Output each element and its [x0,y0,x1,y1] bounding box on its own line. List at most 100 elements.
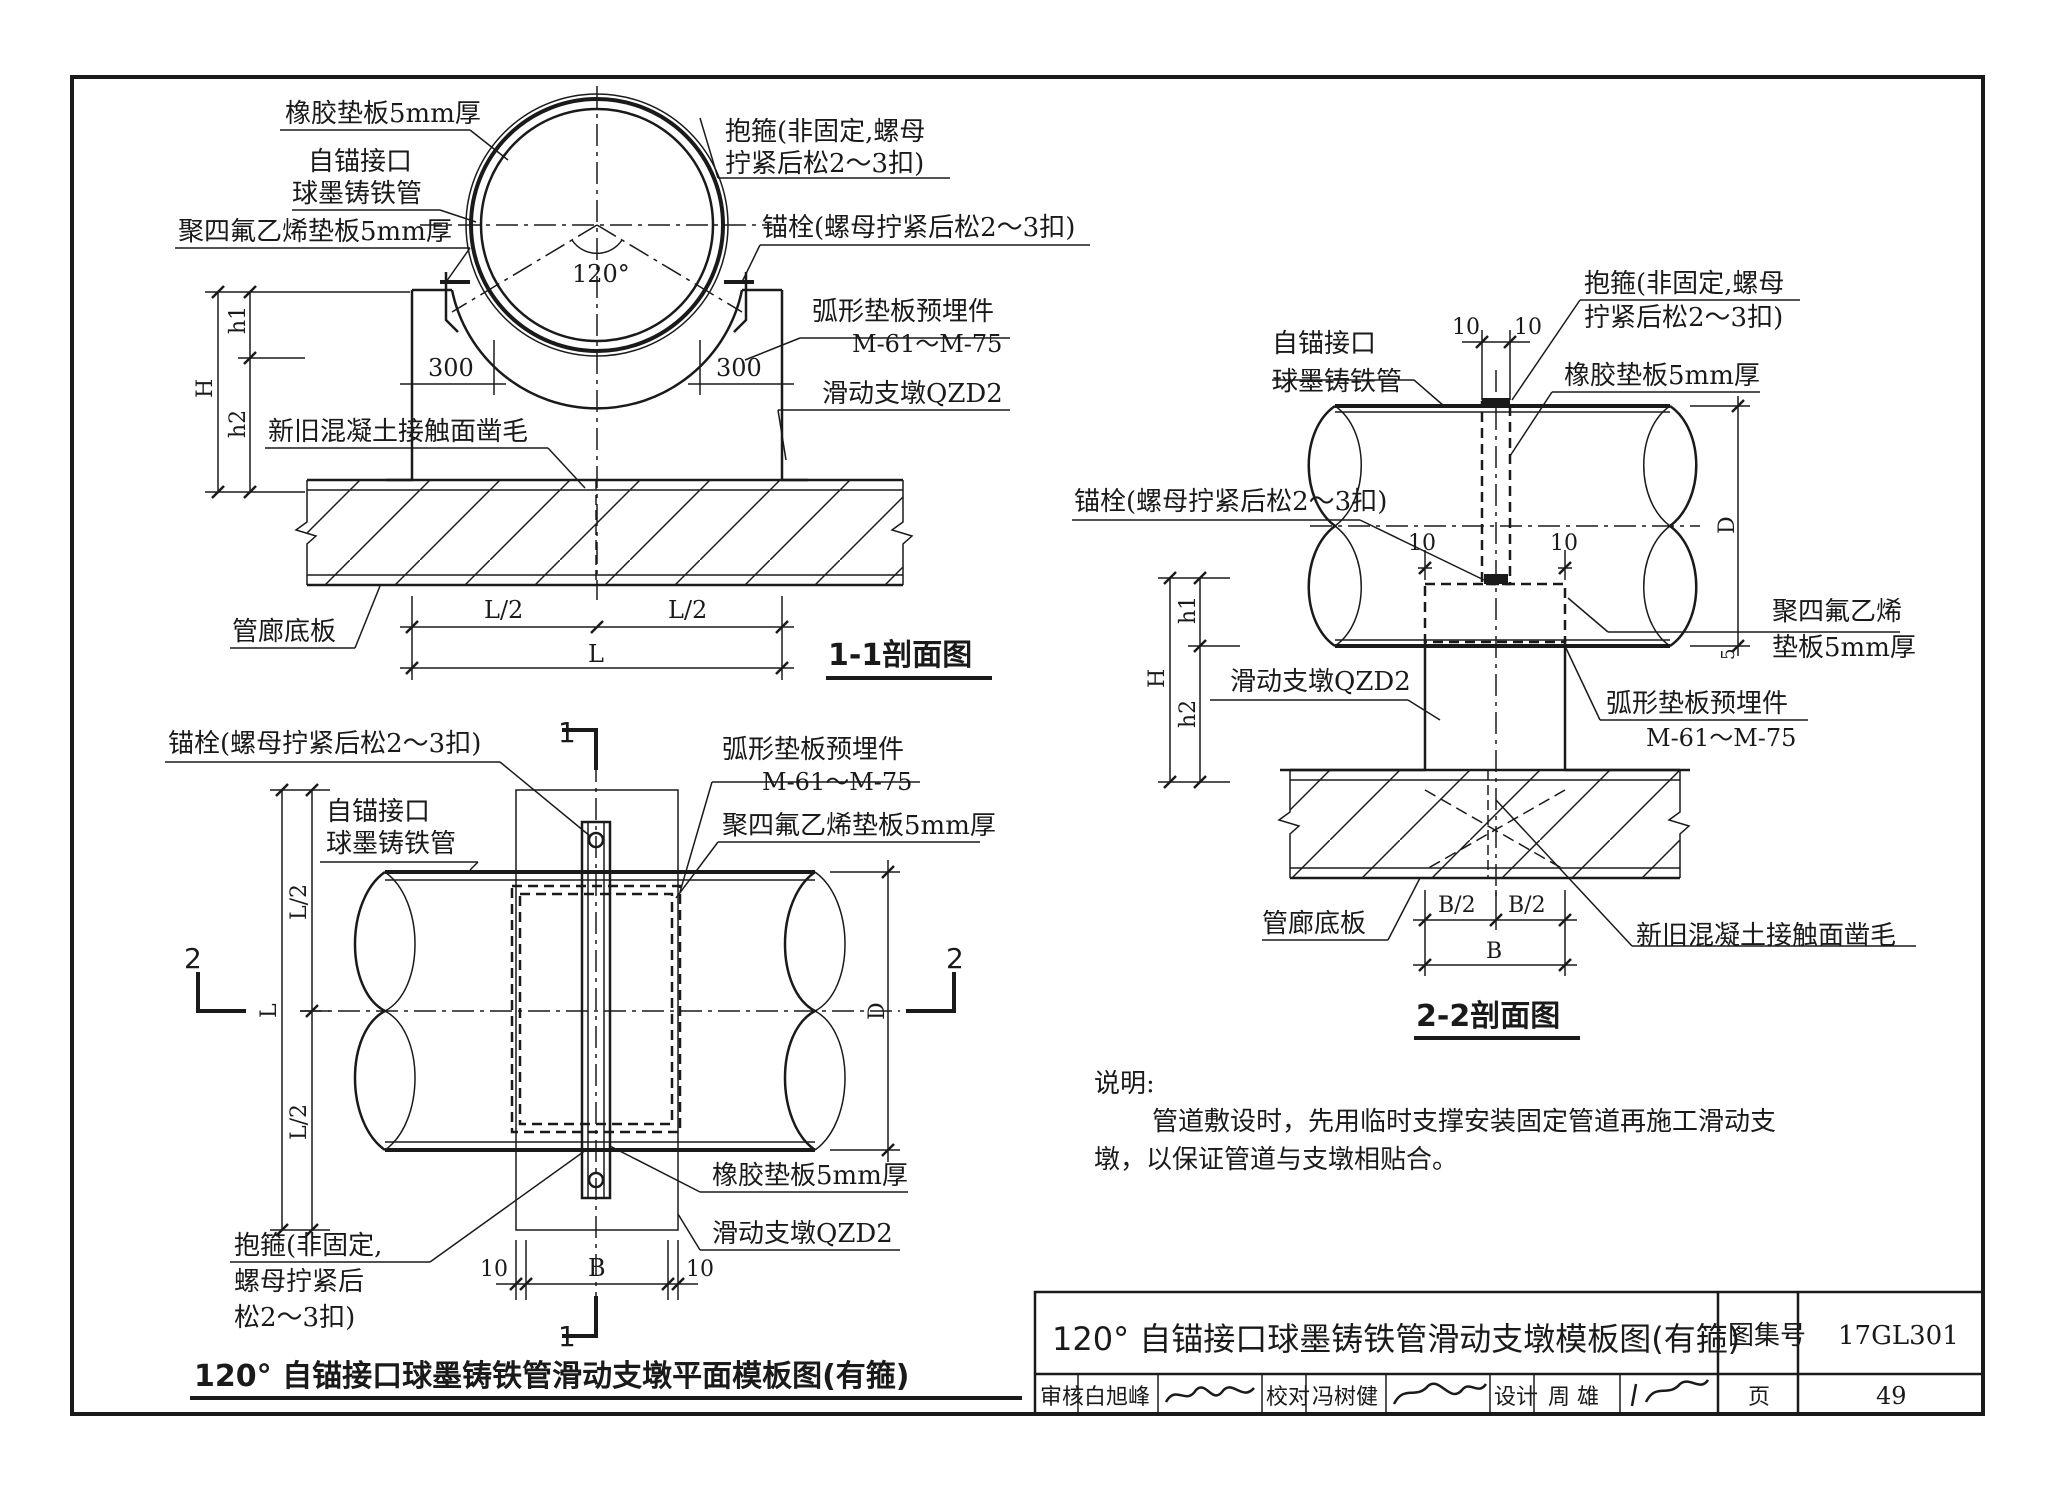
sec22-dim-10-top: 10 10 [1452,315,1542,400]
plan-label-arc-plate-code: M-61～M-75 [762,768,912,796]
leaders-plan [165,761,980,1263]
plan-label-pipe-line1: 自锚接口 [326,797,430,827]
label-hoop-line1: 抱箍(非固定,螺母 [725,117,925,147]
sec22-height-dimensions: H h1 h2 [1145,571,1240,789]
sec22-label-ptfe-line1: 聚四氟乙烯 [1772,597,1902,627]
label-sliding-pier: 滑动支墩QZD2 [822,379,1003,409]
drawing-title: 120° 自锚接口球墨铸铁管滑动支墩模板图(有箍) [1052,1320,1740,1358]
dim-h2: h2 [226,410,251,438]
plan-label-hoop-line1: 抱箍(非固定, [234,1231,382,1261]
sec22-dim-10c: 10 [1408,531,1436,556]
label-corridor-floor: 管廊底板 [232,617,336,647]
dim-300-right: 300 [716,354,762,382]
sec22-label-hoop-line1: 抱箍(非固定,螺母 [1584,269,1784,299]
design-label: 设计 [1494,1385,1538,1410]
page-number: 49 [1876,1382,1907,1410]
section-1-1-title: 1-1剖面图 [828,638,972,673]
height-dimensions-1-1: H h1 h2 [193,285,410,499]
plan-label-arc-plate: 弧形垫板预埋件 [722,735,904,765]
label-ptfe-pad: 聚四氟乙烯垫板5mm厚 [178,217,452,247]
sec22-dim-10a: 10 [1452,315,1480,340]
sec22-label-sliding-pier: 滑动支墩QZD2 [1230,667,1411,697]
page-label: 页 [1748,1385,1770,1410]
sec22-label-arc-plate-code: M-61～M-75 [1646,724,1796,752]
sec22-label-ptfe-line2: 垫板5mm厚 [1772,633,1916,663]
label-rubber-pad: 橡胶垫板5mm厚 [285,99,481,129]
angle-label: 120° [572,260,630,288]
leaders-2-2 [1072,299,1916,947]
review-label: 审核 [1040,1385,1084,1410]
plan-label-hoop-line3: 松2～3扣) [234,1303,355,1333]
sec22-label-arc-plate: 弧形垫板预埋件 [1606,689,1788,719]
sec22-label-rubber-pad: 橡胶垫板5mm厚 [1564,361,1760,391]
sec22-label-pipe-line2: 球墨铸铁管 [1272,367,1402,397]
cut-marker-2-right [906,972,956,1013]
dim-300: 300 300 [400,328,794,395]
plan-view-title: 120° 自锚接口球墨铸铁管滑动支墩平面模板图(有箍) [194,1359,910,1394]
dim-h1: h1 [226,306,251,334]
sec22-dim-H: H [1145,669,1170,688]
floor-slab-1-1 [294,478,914,587]
sec22-width-dimensions: B/2 B/2 B [1413,890,1577,976]
designer-signature [1630,1379,1710,1407]
plan-label-ptfe-pad: 聚四氟乙烯垫板5mm厚 [722,811,996,841]
length-dimensions-1-1: L/2 L/2 L [400,596,794,680]
sec22-dim-10d: 10 [1550,531,1578,556]
cut-marker-1-bottom [562,1296,598,1338]
sec22-label-anchor-bolt: 锚栓(螺母拧紧后松2～3扣) [1074,487,1387,517]
cut-1-bottom-label: 1 [558,1320,576,1353]
label-arc-plate: 弧形垫板预埋件 [812,297,994,327]
plan-label-rubber-pad: 橡胶垫板5mm厚 [712,1161,908,1191]
plan-pier-outline [515,789,679,1231]
plan-label-pipe-line2: 球墨铸铁管 [326,829,456,859]
cut-marker-1-top [562,728,598,770]
dim-300-left: 300 [428,354,474,382]
sec22-label-corridor-floor: 管廊底板 [1262,909,1366,939]
cut-marker-2-left [196,972,246,1013]
sec22-dim-B-half-right: B/2 [1508,893,1546,918]
cut-1-top-label: 1 [558,716,576,749]
label-concrete-joint: 新旧混凝土接触面凿毛 [268,417,528,447]
reviewer-signature [1164,1386,1255,1403]
angle-arc [571,239,623,255]
plan-dim-10-left: 10 [480,1257,508,1282]
reviewer-name: 白旭峰 [1084,1385,1150,1410]
plan-diameter-dimension: D [830,860,900,1162]
atlas-label: 图集号 [1728,1321,1806,1351]
anchor-bolts [444,272,748,333]
sec22-dim-B-half-left: B/2 [1438,893,1476,918]
plan-label-sliding-pier: 滑动支墩QZD2 [712,1219,893,1249]
dim-H: H [193,379,218,398]
notes: 说明: 管道敷设时，先用临时支撑安装固定管道再施工滑动支 墩，以保证管道与支墩相… [1094,1069,1776,1175]
sec22-dim-h2: h2 [1176,700,1201,728]
floor-slab-2-2 [1277,768,1691,880]
sheet-border [70,75,1985,1416]
notes-line2: 墩，以保证管道与支墩相贴合。 [1094,1145,1458,1175]
plan-dim-B: B [588,1254,606,1282]
plan-width-dimensions: 10 10 B [480,1240,714,1300]
atlas-number: 17GL301 [1838,1321,1959,1351]
plan-dim-L: L [257,1003,282,1018]
sec22-arc-plate-dashed [1423,582,1567,644]
label-pipe-line1: 自锚接口 [308,147,412,177]
plan-view: 1 1 2 2 L L/2 L/2 D [165,716,1022,1400]
checker-name: 冯树健 [1312,1385,1378,1410]
notes-heading: 说明: [1094,1069,1155,1099]
checker-signature [1392,1382,1488,1405]
plan-label-hoop-line2: 螺母拧紧后 [234,1267,364,1297]
section-2-2: 10 10 10 10 D 5 [1072,269,1916,1040]
sec22-label-pipe-line1: 自锚接口 [1272,329,1376,359]
plan-label-anchor-bolt: 锚栓(螺母拧紧后松2～3扣) [168,729,481,759]
sec22-dim-5: 5 [1718,649,1739,660]
dim-L-half-left: L/2 [484,596,523,624]
plan-length-dimensions: L L/2 L/2 [257,783,330,1237]
sec22-dim-h1: h1 [1176,596,1201,624]
sec22-label-hoop-line2: 拧紧后松2～3扣) [1584,303,1783,333]
check-label: 校对 [1266,1385,1310,1410]
plan-dim-L-half-top: L/2 [287,884,312,920]
dim-L-half-right: L/2 [668,596,707,624]
plan-dim-L-half-bottom: L/2 [287,1104,312,1140]
label-pipe-line2: 球墨铸铁管 [292,179,422,209]
cut-2-right-label: 2 [946,942,964,975]
